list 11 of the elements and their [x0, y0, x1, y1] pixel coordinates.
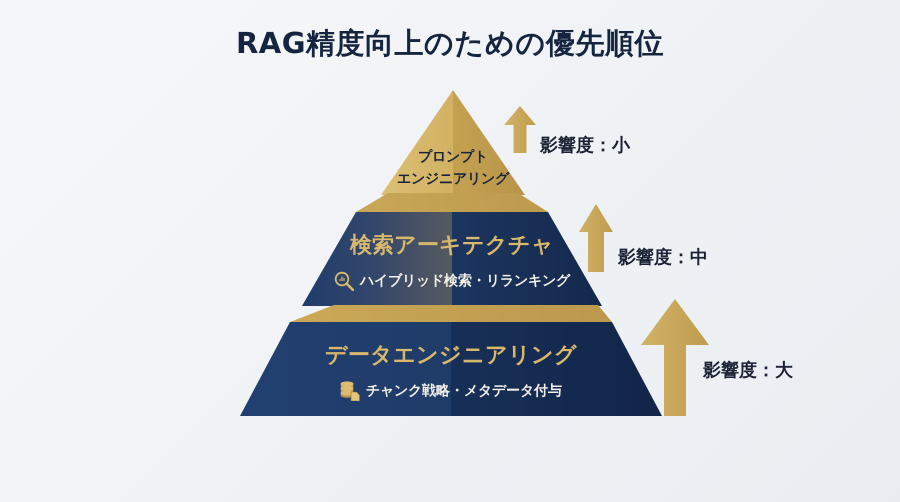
- impact-label: 影響度：中: [618, 246, 708, 269]
- tier-title: データエンジニアリング: [325, 342, 577, 370]
- impact-label: 影響度：大: [703, 359, 793, 382]
- tier-title: 検索アーキテクチャ: [350, 232, 554, 260]
- tier-subtitle: チャンク戦略・メタデータ付与: [366, 382, 562, 400]
- tier-title: プロンプトエンジニアリング: [397, 148, 509, 190]
- tier-subtitle: ハイブリッド検索・リランキング: [360, 272, 570, 290]
- pyramid-tier: [302, 193, 602, 306]
- diagram-title: RAG精度向上のための優先順位: [236, 26, 664, 60]
- impact-label: 影響度：小: [540, 134, 630, 157]
- pyramid-tier: [240, 305, 662, 416]
